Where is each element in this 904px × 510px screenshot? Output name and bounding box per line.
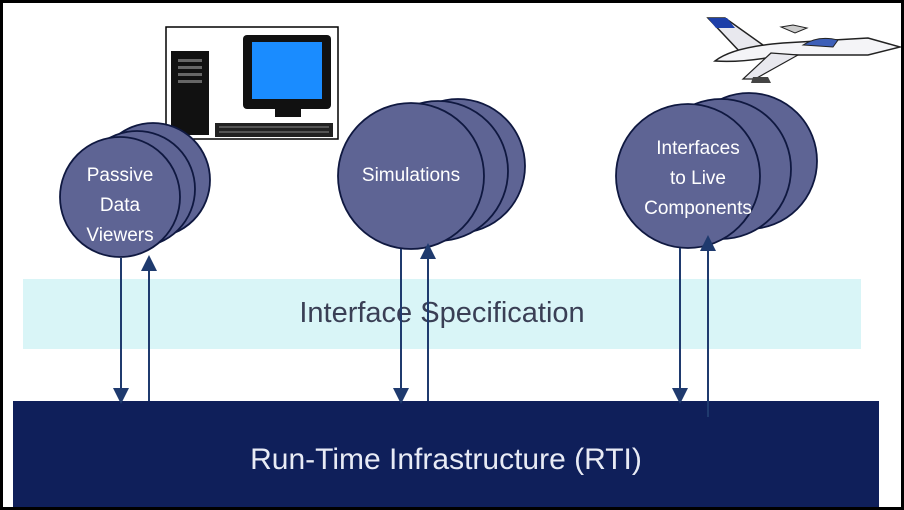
simulations-label: Simulations	[341, 161, 481, 191]
viewers-line-1: Passive	[86, 165, 154, 186]
live-components-label: Interfaces to Live Components	[623, 134, 773, 224]
computer-icon	[165, 26, 339, 140]
rti-label: Run-Time Infrastructure (RTI)	[250, 443, 642, 476]
diagram-graphics	[59, 17, 901, 417]
live-line-3: Components	[644, 198, 752, 219]
rti-bar	[13, 401, 879, 507]
simulations-line-1: Simulations	[361, 165, 461, 186]
passive-data-viewers-label: Passive Data Viewers	[55, 161, 185, 251]
live-line-2: to Live	[670, 168, 726, 189]
simulations-stack	[337, 98, 526, 250]
passive-data-viewers-stack	[59, 122, 211, 258]
live-components-stack	[615, 92, 818, 249]
interface-specification-band	[23, 279, 861, 349]
live-line-1: Interfaces	[656, 138, 740, 159]
viewers-line-2: Data	[99, 195, 141, 216]
interface-specification-label: Interface Specification	[299, 297, 585, 329]
fighter-jet-icon	[706, 17, 901, 83]
viewers-line-3: Viewers	[86, 225, 154, 246]
